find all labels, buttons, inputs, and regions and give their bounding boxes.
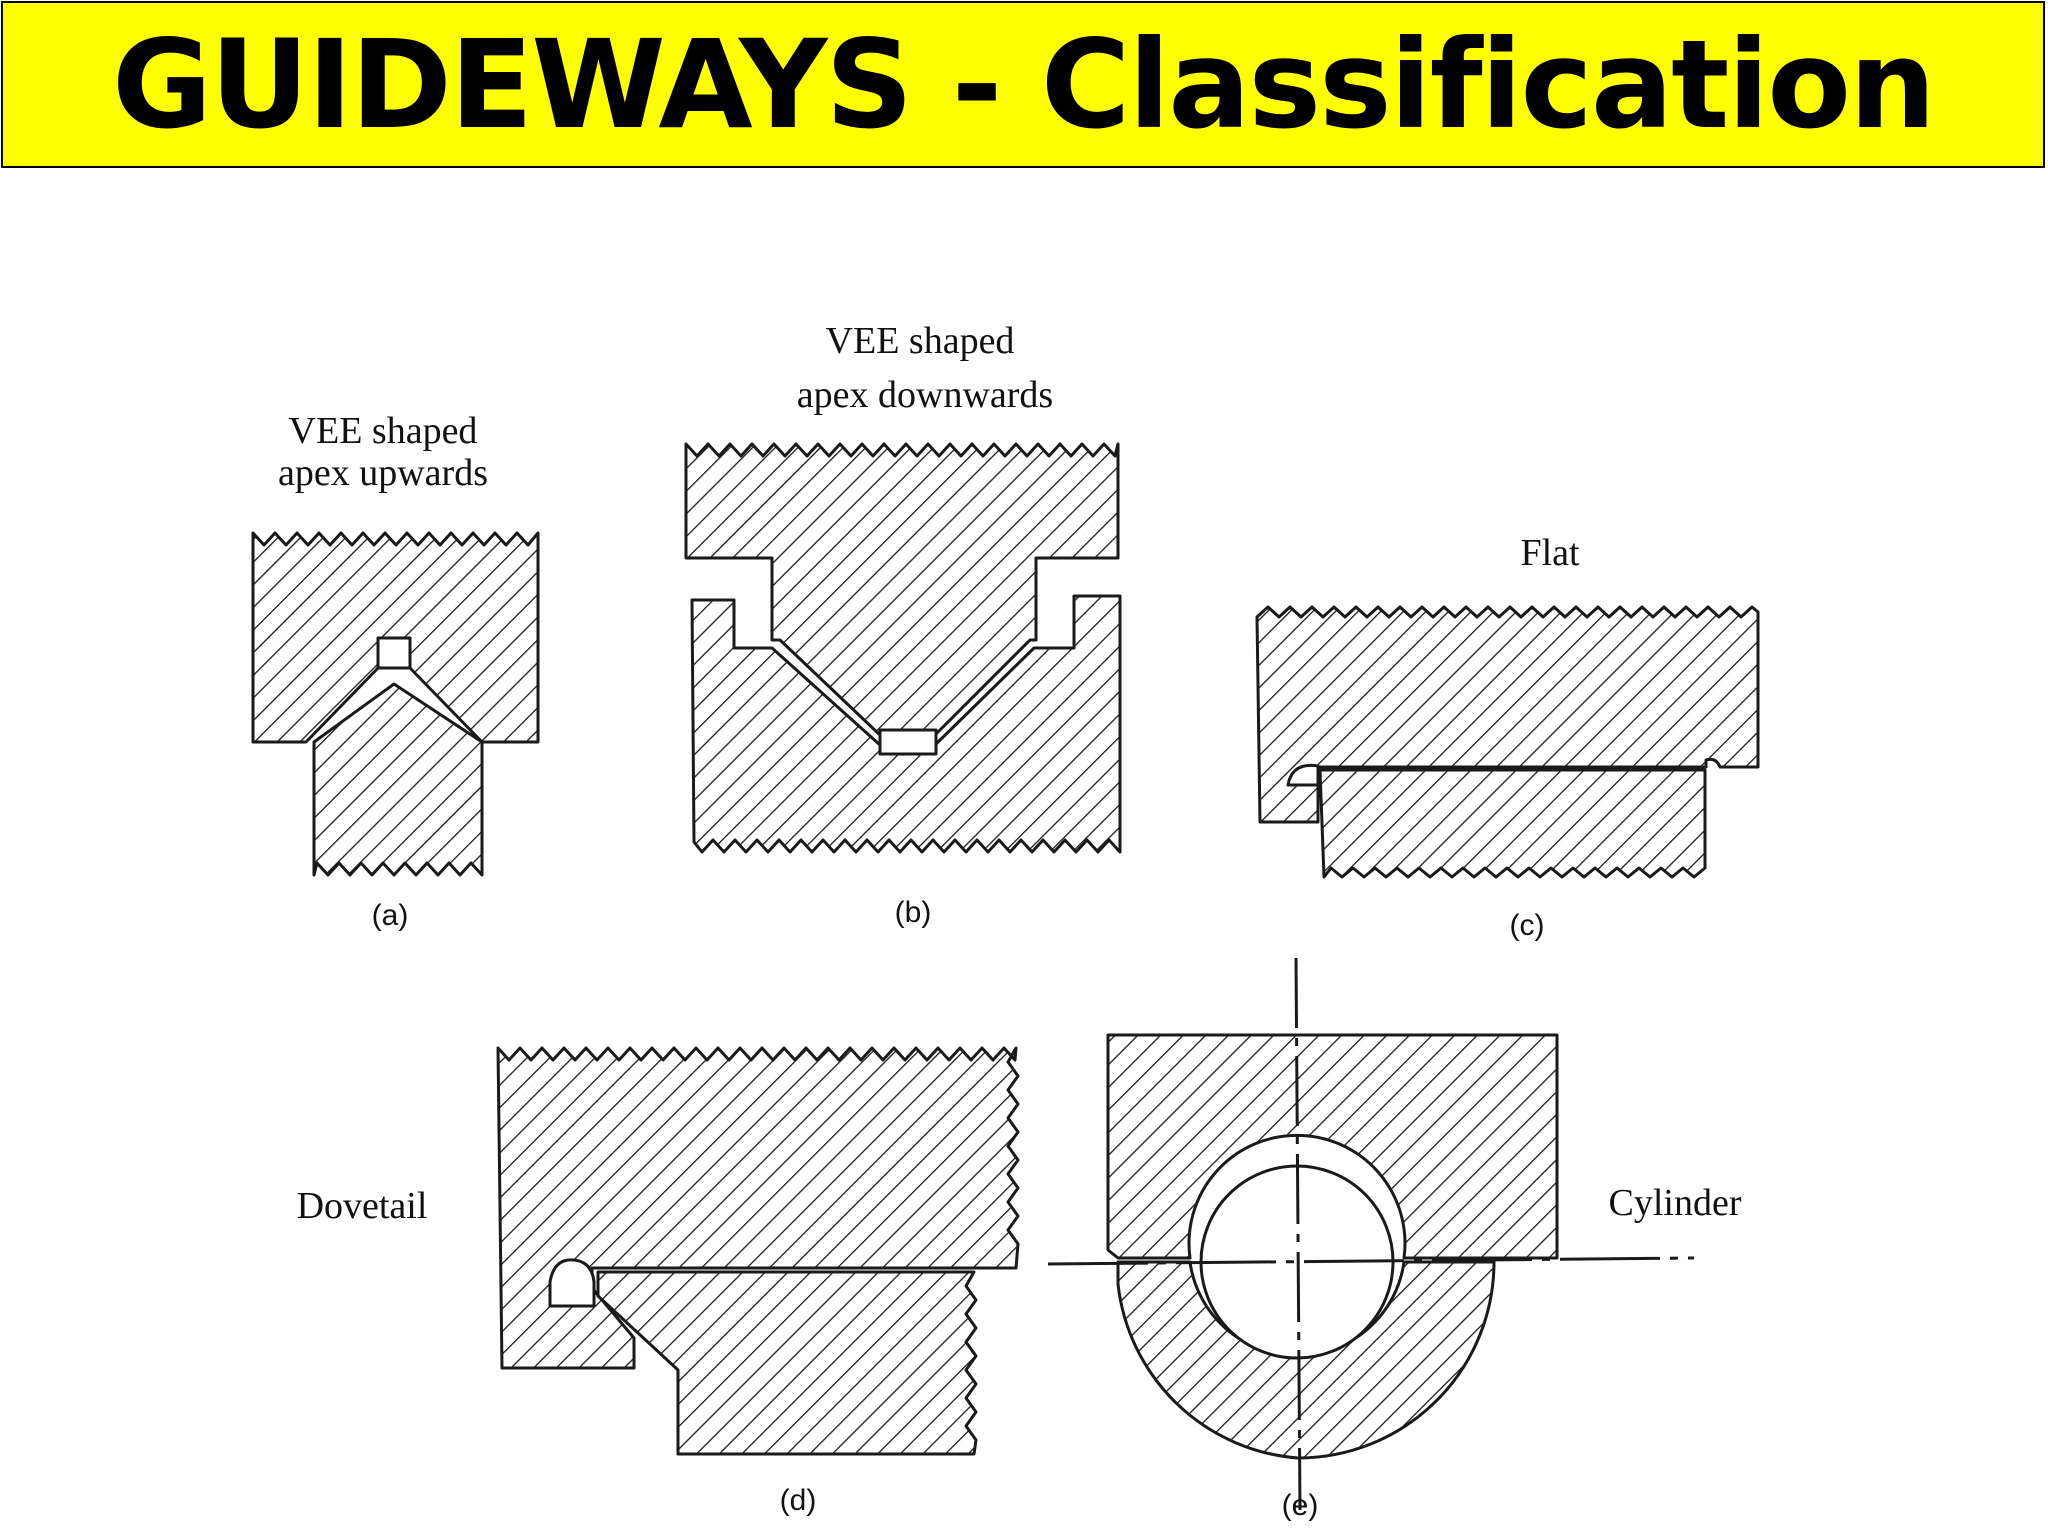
figure-b-lower-part	[690, 594, 1122, 854]
figure-c-label: Flat	[1520, 532, 1580, 574]
figure-d-lower-part	[596, 1270, 978, 1456]
figure-a-clearance-gap	[376, 636, 412, 670]
title-banner: GUIDEWAYS - Classification	[1, 1, 2045, 168]
figure-a-label-line1: VEE shaped	[289, 410, 478, 452]
figure-b-label-line2: apex downwards	[797, 374, 1053, 416]
figure-c-oil-groove	[1286, 763, 1320, 787]
figure-d-upper-part	[496, 1046, 1020, 1370]
figure-b-upper-part	[684, 442, 1120, 737]
figure-e-caption: (e)	[1282, 1489, 1319, 1522]
figure-e-vertical-centerline	[1294, 957, 1302, 1511]
figure-e-label: Cylinder	[1609, 1182, 1742, 1224]
figure-b-label-line1: VEE shaped	[826, 320, 1015, 362]
figure-d-caption: (d)	[780, 1484, 817, 1517]
figure-a-label-line2: apex upwards	[278, 452, 488, 494]
page-title: GUIDEWAYS - Classification	[112, 13, 1936, 156]
figure-d: Dovetail (d)	[297, 1046, 1020, 1517]
figure-e-upper-part	[1106, 1033, 1559, 1260]
figure-b-caption: (b)	[895, 896, 932, 929]
figure-a-caption: (a)	[372, 899, 409, 932]
figure-e-horizontal-centerline	[1047, 1256, 1695, 1266]
figure-b-clearance-gap	[878, 728, 938, 756]
figure-d-label: Dovetail	[297, 1185, 428, 1227]
figure-c-upper-part	[1255, 605, 1760, 824]
figure-a-lower-part	[312, 682, 484, 877]
figure-e: Cylinder (e)	[1047, 957, 1742, 1522]
figure-c: Flat (c)	[1255, 532, 1760, 942]
figure-c-caption: (c)	[1510, 909, 1545, 942]
figure-d-oil-groove	[548, 1258, 596, 1308]
figure-c-lower-part	[1318, 768, 1707, 879]
figure-a: VEE shaped apex upwards (a)	[251, 410, 540, 932]
figure-b: VEE shaped apex downwards (b)	[684, 320, 1122, 929]
